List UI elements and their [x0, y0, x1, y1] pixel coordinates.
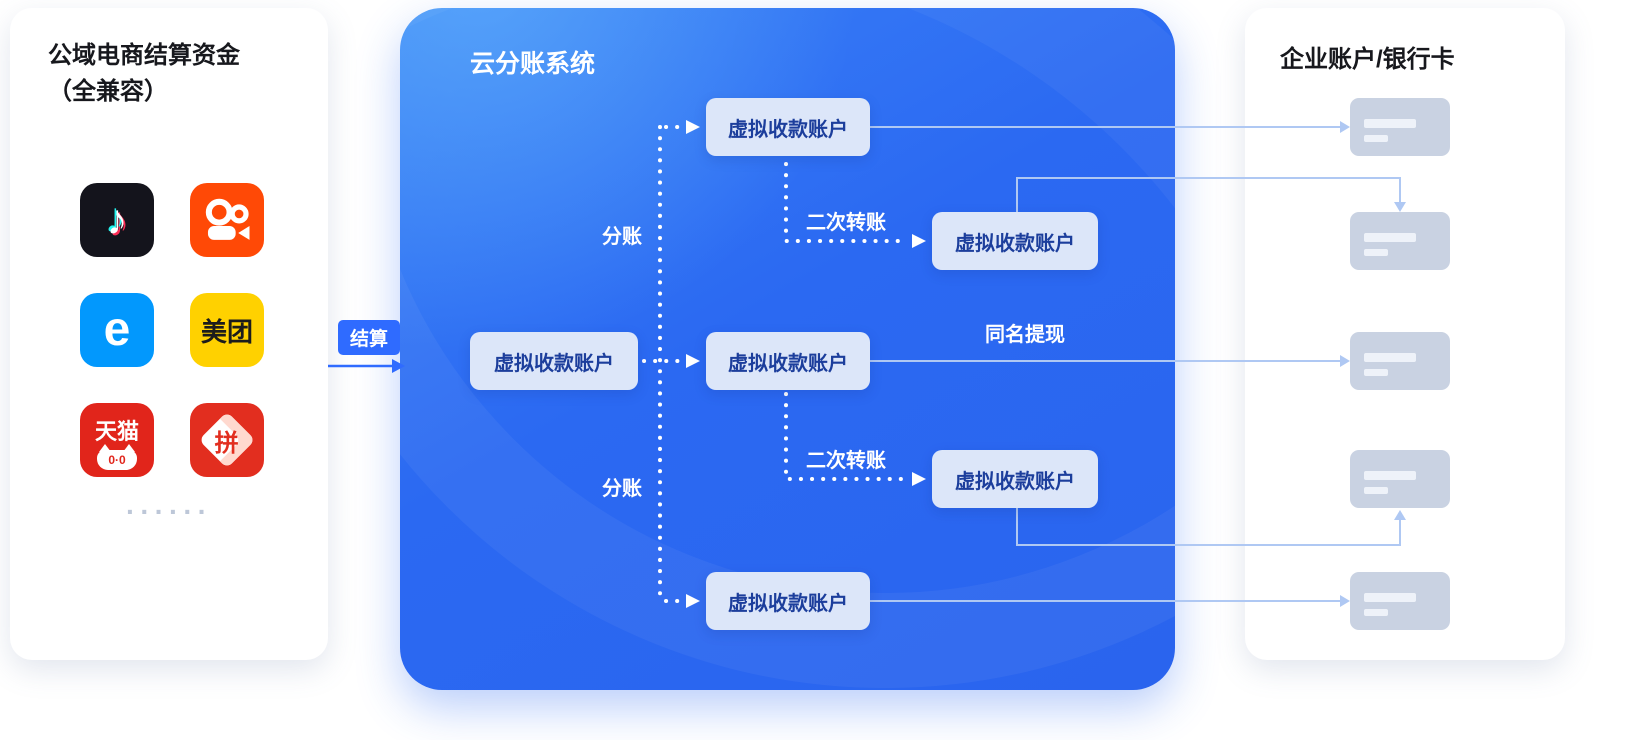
secondary-transfer-label-top: 二次转账: [806, 212, 886, 234]
split-label-bottom: 分账: [602, 478, 642, 500]
tmall-wordmark: 天猫: [94, 419, 139, 444]
card-stripe: [1364, 119, 1416, 128]
card-stripe: [1364, 487, 1388, 494]
ledger-panel-title: 云分账系统: [470, 50, 596, 78]
ecommerce-app-grid: ♪ e 美团 天猫 0·0 拼: [80, 183, 264, 477]
source-panel-title-line2: （全兼容）: [48, 78, 168, 105]
video-camera-icon: [205, 198, 250, 240]
virtual-account-secondary-bottom: 虚拟收款账户: [932, 450, 1098, 508]
source-funds-panel: [10, 8, 328, 660]
virtual-account-secondary-top: 虚拟收款账户: [932, 212, 1098, 270]
kuaishou-app-icon: [190, 183, 264, 257]
eleme-e-icon: e: [103, 303, 131, 356]
card-stripe: [1364, 249, 1388, 256]
card-stripe: [1364, 353, 1416, 362]
music-note-icon: ♪: [106, 196, 128, 243]
card-stripe: [1364, 369, 1388, 376]
virtual-account-branch-bottom: 虚拟收款账户: [706, 572, 870, 630]
settlement-label: 结算: [338, 320, 401, 355]
virtual-account-branch-mid: 虚拟收款账户: [706, 332, 870, 390]
card-stripe: [1364, 233, 1416, 242]
bank-card-icon: [1350, 212, 1450, 270]
douyin-app-icon: ♪: [80, 183, 154, 257]
meituan-wordmark: 美团: [200, 316, 253, 347]
pinduoduo-pinwheel-icon: 拼: [198, 411, 256, 469]
settlement-arrow: [328, 359, 405, 373]
bank-panel-title: 企业账户/银行卡: [1280, 46, 1455, 73]
bank-card-icon: [1350, 572, 1450, 630]
virtual-account-main: 虚拟收款账户: [470, 332, 638, 390]
bank-card-icon: [1350, 332, 1450, 390]
split-label-top: 分账: [602, 226, 642, 248]
card-stripe: [1364, 471, 1416, 480]
pinduoduo-character: 拼: [215, 429, 239, 457]
tmall-app-icon: 天猫 0·0: [80, 403, 154, 477]
card-stripe: [1364, 609, 1388, 616]
more-apps-ellipsis: ······: [126, 496, 212, 527]
virtual-account-branch-top: 虚拟收款账户: [706, 98, 870, 156]
source-panel-title: 公域电商结算资金 （全兼容）: [48, 38, 240, 110]
tmall-cat-face-icon: 0·0: [97, 444, 137, 470]
secondary-transfer-label-bottom: 二次转账: [806, 450, 886, 472]
meituan-app-icon: 美团: [190, 293, 264, 367]
bank-card-icon: [1350, 450, 1450, 508]
pinduoduo-app-icon: 拼: [190, 403, 264, 477]
same-name-withdraw-label: 同名提现: [985, 324, 1065, 346]
eleme-app-icon: e: [80, 293, 154, 367]
bank-card-icon: [1350, 98, 1450, 156]
card-stripe: [1364, 135, 1388, 142]
card-stripe: [1364, 593, 1416, 602]
source-panel-title-line1: 公域电商结算资金: [48, 42, 240, 69]
tmall-cat-eyes: 0·0: [108, 453, 126, 467]
